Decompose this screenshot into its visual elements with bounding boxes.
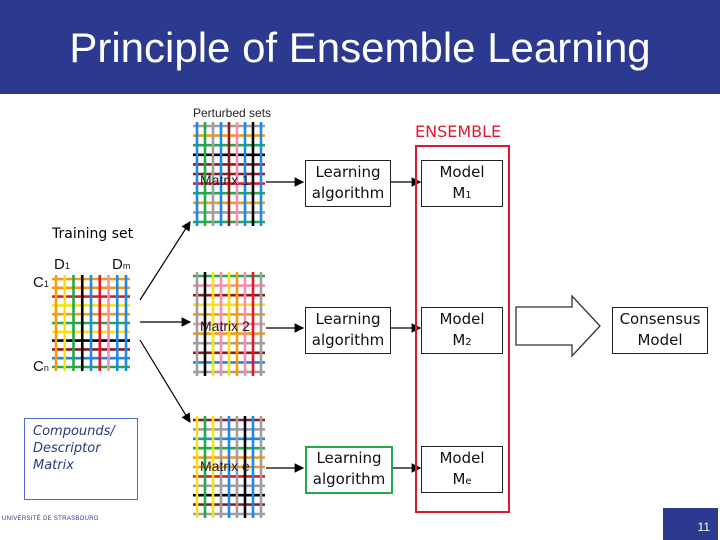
page-number: 11 xyxy=(663,508,718,540)
matrix-2-grid xyxy=(193,272,265,376)
consensus-block-arrow xyxy=(515,294,601,358)
perturbed-sets-label: Perturbed sets xyxy=(193,106,272,120)
d-first-label: D1 xyxy=(54,256,70,273)
matrix-1-grid xyxy=(193,122,265,226)
ensemble-label: ENSEMBLE xyxy=(415,122,502,141)
c-first-label: C1 xyxy=(33,274,49,291)
university-logo: UNIVERSITÉ DE STRASBOURG xyxy=(2,516,99,522)
arrow-training-to-matrix-e xyxy=(139,339,191,424)
learning-algorithm-box-1: Learning algorithm xyxy=(305,160,391,207)
title-bar xyxy=(0,0,720,94)
learning-algorithm-box-2: Learning algorithm xyxy=(305,307,391,354)
matrix-e-label: Matrix e xyxy=(200,458,250,474)
compound-descriptor-matrix-label: Compounds/ Descriptor Matrix xyxy=(24,418,138,500)
training-set-label: Training set xyxy=(52,226,134,242)
learning-algorithm-box-e: Learning algorithm xyxy=(305,446,393,494)
matrix-1-label: Matrix 1 xyxy=(200,172,250,188)
d-last-label: Dm xyxy=(112,256,131,273)
ensemble-frame xyxy=(415,145,510,513)
slide-title: Principle of Ensemble Learning xyxy=(69,24,651,71)
arrow-training-to-matrix-1 xyxy=(139,220,191,301)
c-last-label: Cn xyxy=(33,358,49,375)
matrix-e-grid xyxy=(193,416,265,518)
matrix-2-label: Matrix 2 xyxy=(200,318,250,334)
consensus-model-box: Consensus Model xyxy=(612,307,708,354)
training-matrix-grid xyxy=(52,275,130,371)
